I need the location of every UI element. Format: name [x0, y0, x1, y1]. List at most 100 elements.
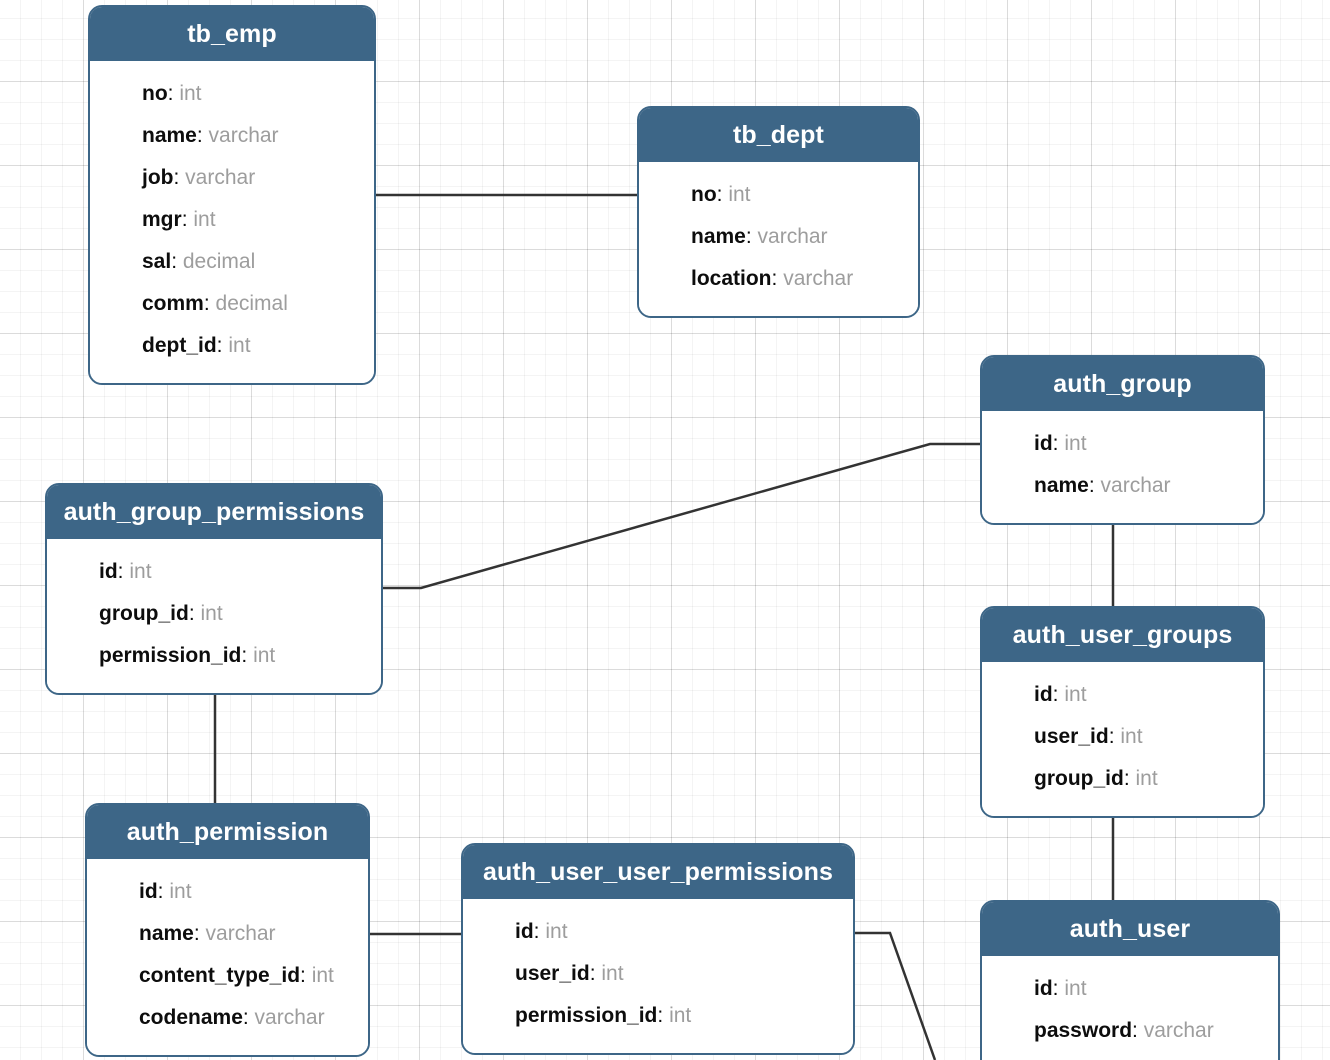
- field-separator: :: [1052, 977, 1065, 1000]
- field-separator: :: [771, 267, 784, 290]
- field-separator: :: [242, 1006, 255, 1029]
- field-row: name: varchar: [982, 465, 1263, 507]
- field-row: name: varchar: [90, 115, 374, 157]
- field-type: int: [545, 920, 568, 943]
- field-separator: :: [181, 208, 194, 231]
- field-separator: :: [1052, 432, 1065, 455]
- field-row: group_id: int: [982, 758, 1263, 800]
- entity-tb_dept[interactable]: tb_dept no: int name: varchar location: var…: [637, 106, 920, 318]
- entity-title-auth_group: auth_group: [982, 357, 1263, 411]
- field-row: id: int: [87, 871, 368, 913]
- field-name: comm: [142, 292, 204, 315]
- field-name: id: [1034, 432, 1053, 455]
- field-row: content_type_id: int: [87, 955, 368, 997]
- field-name: no: [691, 183, 717, 206]
- field-type: varchar: [757, 225, 828, 248]
- field-row: mgr: int: [90, 199, 374, 241]
- field-row: name: varchar: [87, 913, 368, 955]
- field-name: id: [1034, 683, 1053, 706]
- field-row: last_login: datetime: [982, 1052, 1278, 1060]
- field-type: varchar: [1143, 1019, 1214, 1042]
- field-separator: :: [173, 166, 186, 189]
- field-type: int: [669, 1004, 692, 1027]
- field-row: id: int: [47, 551, 381, 593]
- entity-title-tb_dept: tb_dept: [639, 108, 918, 162]
- field-row: password: varchar: [982, 1010, 1278, 1052]
- field-type: decimal: [182, 250, 256, 273]
- field-name: name: [691, 225, 746, 248]
- field-separator: :: [1052, 683, 1065, 706]
- field-row: comm: decimal: [90, 283, 374, 325]
- field-name: id: [139, 880, 158, 903]
- field-type: int: [1064, 977, 1087, 1000]
- field-separator: :: [216, 334, 229, 357]
- field-separator: :: [193, 922, 206, 945]
- field-type: varchar: [254, 1006, 325, 1029]
- field-row: location: varchar: [639, 258, 918, 300]
- entity-title-tb_emp: tb_emp: [90, 7, 374, 61]
- field-separator: :: [300, 964, 312, 987]
- field-name: mgr: [142, 208, 182, 231]
- entity-fields-tb_dept: no: int name: varchar location: varchar: [639, 162, 918, 316]
- field-type: int: [193, 208, 216, 231]
- entity-title-auth_user_user_permissions: auth_user_user_permissions: [463, 845, 853, 899]
- entity-title-auth_permission: auth_permission: [87, 805, 368, 859]
- field-row: permission_id: int: [463, 995, 853, 1037]
- field-type: int: [179, 82, 202, 105]
- field-name: group_id: [99, 602, 189, 625]
- field-name: location: [691, 267, 772, 290]
- field-separator: :: [188, 602, 201, 625]
- entity-title-auth_user_groups: auth_user_groups: [982, 608, 1263, 662]
- field-row: dept_id: int: [90, 325, 374, 367]
- field-type: int: [1120, 725, 1143, 748]
- field-row: no: int: [90, 73, 374, 115]
- field-row: codename: varchar: [87, 997, 368, 1039]
- field-name: id: [515, 920, 534, 943]
- field-row: id: int: [982, 423, 1263, 465]
- field-separator: :: [196, 124, 209, 147]
- field-separator: :: [1132, 1019, 1144, 1042]
- field-type: int: [1135, 767, 1158, 790]
- field-name: name: [1034, 474, 1089, 497]
- field-type: decimal: [215, 292, 288, 315]
- field-row: id: int: [982, 968, 1278, 1010]
- field-separator: :: [1108, 725, 1121, 748]
- field-name: no: [142, 82, 168, 105]
- field-type: int: [129, 560, 152, 583]
- field-type: varchar: [208, 124, 279, 147]
- field-name: group_id: [1034, 767, 1124, 790]
- field-separator: :: [1088, 474, 1101, 497]
- field-separator: :: [203, 292, 216, 315]
- entity-title-auth_group_permissions: auth_group_permissions: [47, 485, 381, 539]
- field-name: permission_id: [99, 644, 242, 667]
- field-separator: :: [1123, 767, 1136, 790]
- field-row: group_id: int: [47, 593, 381, 635]
- field-separator: :: [171, 250, 183, 273]
- relationship-rel-agp-group[interactable]: [383, 442, 980, 590]
- field-type: varchar: [1100, 474, 1171, 497]
- field-name: name: [142, 124, 197, 147]
- field-separator: :: [589, 962, 602, 985]
- field-type: int: [253, 644, 276, 667]
- field-name: content_type_id: [139, 964, 301, 987]
- field-row: permission_id: int: [47, 635, 381, 677]
- field-row: no: int: [639, 174, 918, 216]
- field-name: dept_id: [142, 334, 217, 357]
- field-name: permission_id: [515, 1004, 658, 1027]
- relationship-rel-uup-offscreen[interactable]: [855, 931, 937, 1060]
- field-type: int: [601, 962, 624, 985]
- field-type: int: [200, 602, 223, 625]
- field-row: id: int: [982, 674, 1263, 716]
